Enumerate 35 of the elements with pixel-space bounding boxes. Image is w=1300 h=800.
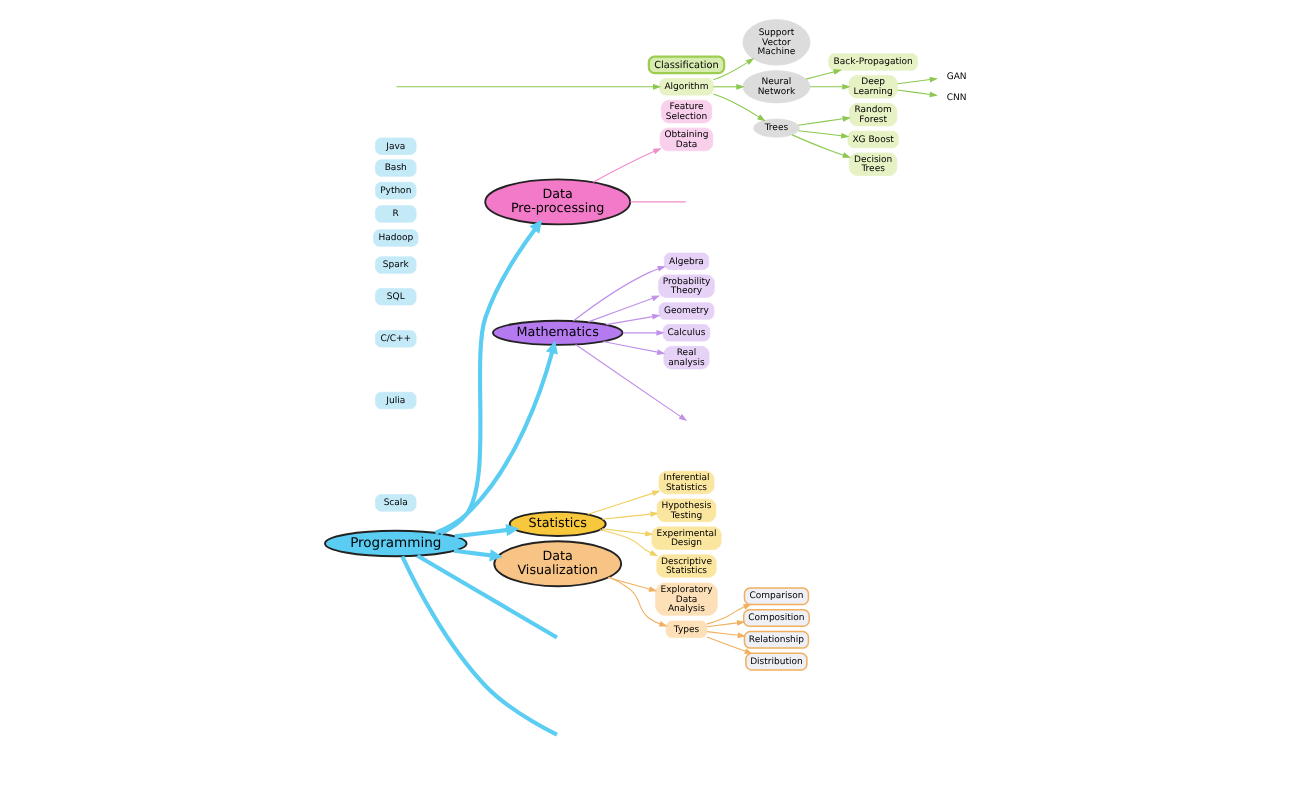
arrow — [705, 620, 745, 628]
arrow — [705, 631, 745, 639]
arrow — [574, 344, 687, 422]
arrow — [804, 69, 841, 80]
arrow — [607, 576, 667, 627]
arrow — [790, 134, 850, 158]
arrow — [604, 313, 660, 326]
arrow — [586, 490, 660, 515]
arrow — [452, 548, 502, 562]
connector — [415, 554, 557, 640]
arrow — [394, 83, 661, 90]
arrow — [591, 148, 661, 183]
arrow — [711, 93, 765, 122]
arrow — [711, 58, 754, 81]
arrow — [621, 329, 664, 336]
arrow — [598, 529, 658, 557]
arrow — [601, 341, 665, 355]
connector — [399, 555, 557, 737]
arrow — [606, 577, 657, 592]
arrow — [438, 219, 542, 536]
arrow — [796, 115, 850, 126]
arrow — [433, 340, 557, 535]
arrow — [711, 83, 744, 90]
arrow — [705, 636, 752, 654]
arrow — [571, 266, 665, 322]
arrow — [600, 528, 653, 537]
arrow — [895, 76, 937, 85]
arrow — [600, 511, 658, 520]
arrow — [895, 89, 937, 98]
arrow — [453, 523, 519, 539]
arrow — [705, 603, 751, 625]
arrow — [586, 295, 660, 323]
arrow — [797, 130, 849, 139]
arrow — [808, 83, 850, 90]
connector — [628, 201, 686, 203]
